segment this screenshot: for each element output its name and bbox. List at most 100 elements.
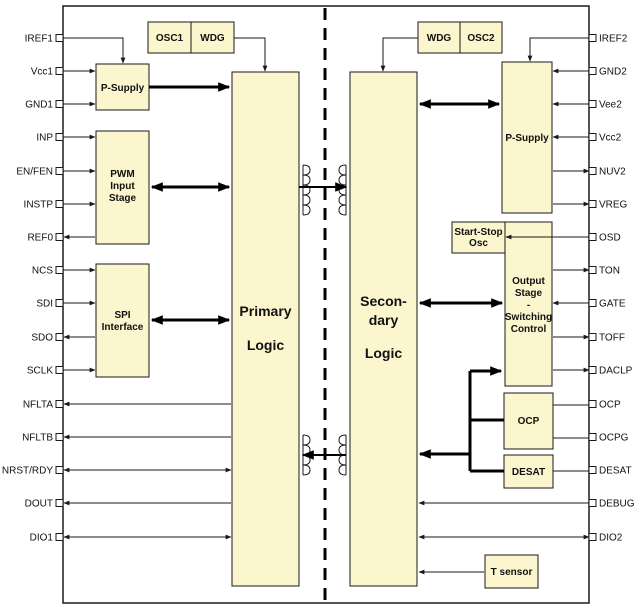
right-pin: Vcc2 (552, 133, 622, 144)
right-pin-label: TOFF (599, 333, 625, 344)
output-label-2: Stage (515, 288, 543, 299)
left-pin: DIO1 (30, 533, 232, 544)
pin-pad (55, 100, 64, 108)
secondary-logic-block: Secon- dary Logic (349, 71, 418, 587)
pin-pad (588, 133, 597, 141)
iref1-connection (63, 37, 126, 64)
desat-block: DESAT (503, 454, 554, 489)
left-pin-label: REF0 (27, 233, 53, 244)
wdg2-block: WDG (417, 21, 461, 54)
pin-pad (55, 499, 64, 507)
left-pin: NCS (32, 266, 96, 277)
psupply1-label: P-Supply (101, 83, 145, 94)
right-pin: GATE (552, 299, 626, 310)
osc2-label: OSC2 (467, 33, 495, 44)
right-pin: NUV2 (553, 167, 626, 178)
primary-label-1: Primary (239, 303, 291, 319)
pin-pad (55, 133, 64, 141)
right-pin-label: NUV2 (599, 167, 626, 178)
right-pin: DACLP (553, 366, 633, 377)
right-pin-label: Vee2 (599, 100, 622, 111)
pwm-label-1: PWM (110, 169, 134, 180)
pin-pad (55, 167, 64, 175)
output-stage-block: Output Stage - Switching Control (504, 221, 553, 387)
left-pin: DOUT (25, 499, 231, 510)
pin-pad (55, 266, 64, 274)
pin-pad (55, 233, 64, 241)
left-pin: EN/FEN (16, 167, 96, 178)
left-pin-label: NRST/RDY (2, 466, 53, 477)
left-pin-label: INP (36, 133, 53, 144)
pin-pad (588, 167, 597, 175)
isolation-coupler-top (299, 164, 348, 216)
left-pin: IREF1 (25, 34, 64, 45)
output-label-1: Output (512, 276, 545, 287)
left-pin-label: DIO1 (30, 533, 54, 544)
primary-logic-block: Primary Logic (231, 71, 300, 587)
right-pin-label: DESAT (599, 466, 632, 477)
right-pin-label: OCP (599, 400, 621, 411)
pin-pad (55, 400, 64, 408)
left-pin-label: SDI (36, 299, 53, 310)
right-pin-label: GATE (599, 299, 626, 310)
right-pin: TOFF (553, 333, 625, 344)
left-pin-label: DOUT (25, 499, 53, 510)
wdg2-label: WDG (427, 33, 452, 44)
output-label-4: Switching (505, 312, 552, 323)
right-pin: OSD (505, 233, 621, 244)
pin-pad (55, 200, 64, 208)
right-pin: IREF2 (588, 34, 628, 45)
t-sensor-block: T sensor (484, 554, 539, 589)
right-pin: VREG (553, 200, 628, 211)
right-pin: OCP (588, 400, 621, 411)
left-pin: GND1 (25, 100, 96, 111)
right-pin-label: Vcc2 (599, 133, 622, 144)
left-pin: Vcc1 (31, 67, 96, 78)
isolation-coupler-bottom (301, 434, 347, 476)
left-pin-label: SCLK (27, 366, 53, 377)
pwm-label-2: Input (110, 181, 135, 192)
left-pin-label: EN/FEN (16, 167, 53, 178)
osc1-block: OSC1 (147, 21, 192, 54)
startstop-label-1: Start-Stop (454, 227, 502, 238)
spi-interface-block: SPI Interface (95, 263, 150, 378)
pin-pad (588, 233, 597, 241)
wdg1-block: WDG (190, 21, 235, 54)
left-pin: SDI (36, 299, 96, 310)
iref2-connection (527, 37, 589, 62)
right-pin-label: VREG (599, 200, 628, 211)
secondary-label-3: Logic (365, 345, 403, 361)
left-pin: REF0 (27, 233, 95, 244)
wdg1-label: WDG (200, 33, 225, 44)
right-pin: DIO2 (418, 533, 623, 544)
pin-pad (55, 366, 64, 374)
pin-pad (588, 533, 597, 541)
wdg1-primary-connection (234, 37, 268, 72)
psupply2-label: P-Supply (505, 133, 549, 144)
pin-pad (588, 34, 597, 42)
wdg2-secondary-connection (380, 37, 418, 72)
right-pin-label: DACLP (599, 366, 633, 377)
psupply1-block: P-Supply (95, 63, 150, 111)
pin-pad (55, 433, 64, 441)
ocp-label: OCP (518, 416, 540, 427)
pin-pad (55, 67, 64, 75)
spi-label-1: SPI (114, 310, 130, 321)
psupply2-block: P-Supply (501, 61, 553, 214)
left-pin-label: IREF1 (25, 34, 54, 45)
right-pin: Vee2 (552, 100, 622, 111)
left-pin: SCLK (27, 366, 96, 377)
secondary-label-1: Secon- (360, 293, 407, 309)
left-pin: NFLTA (23, 400, 231, 411)
right-pin: DEBUG (418, 499, 635, 510)
pin-pad (588, 433, 597, 441)
output-label-3: - (527, 300, 530, 311)
right-pin-label: DIO2 (599, 533, 623, 544)
right-pin-label: OCPG (599, 433, 629, 444)
pin-pad (588, 200, 597, 208)
left-pin: INSTP (24, 200, 96, 211)
right-pin-label: DEBUG (599, 499, 635, 510)
pin-pad (55, 34, 64, 42)
right-pin-label: TON (599, 266, 620, 277)
